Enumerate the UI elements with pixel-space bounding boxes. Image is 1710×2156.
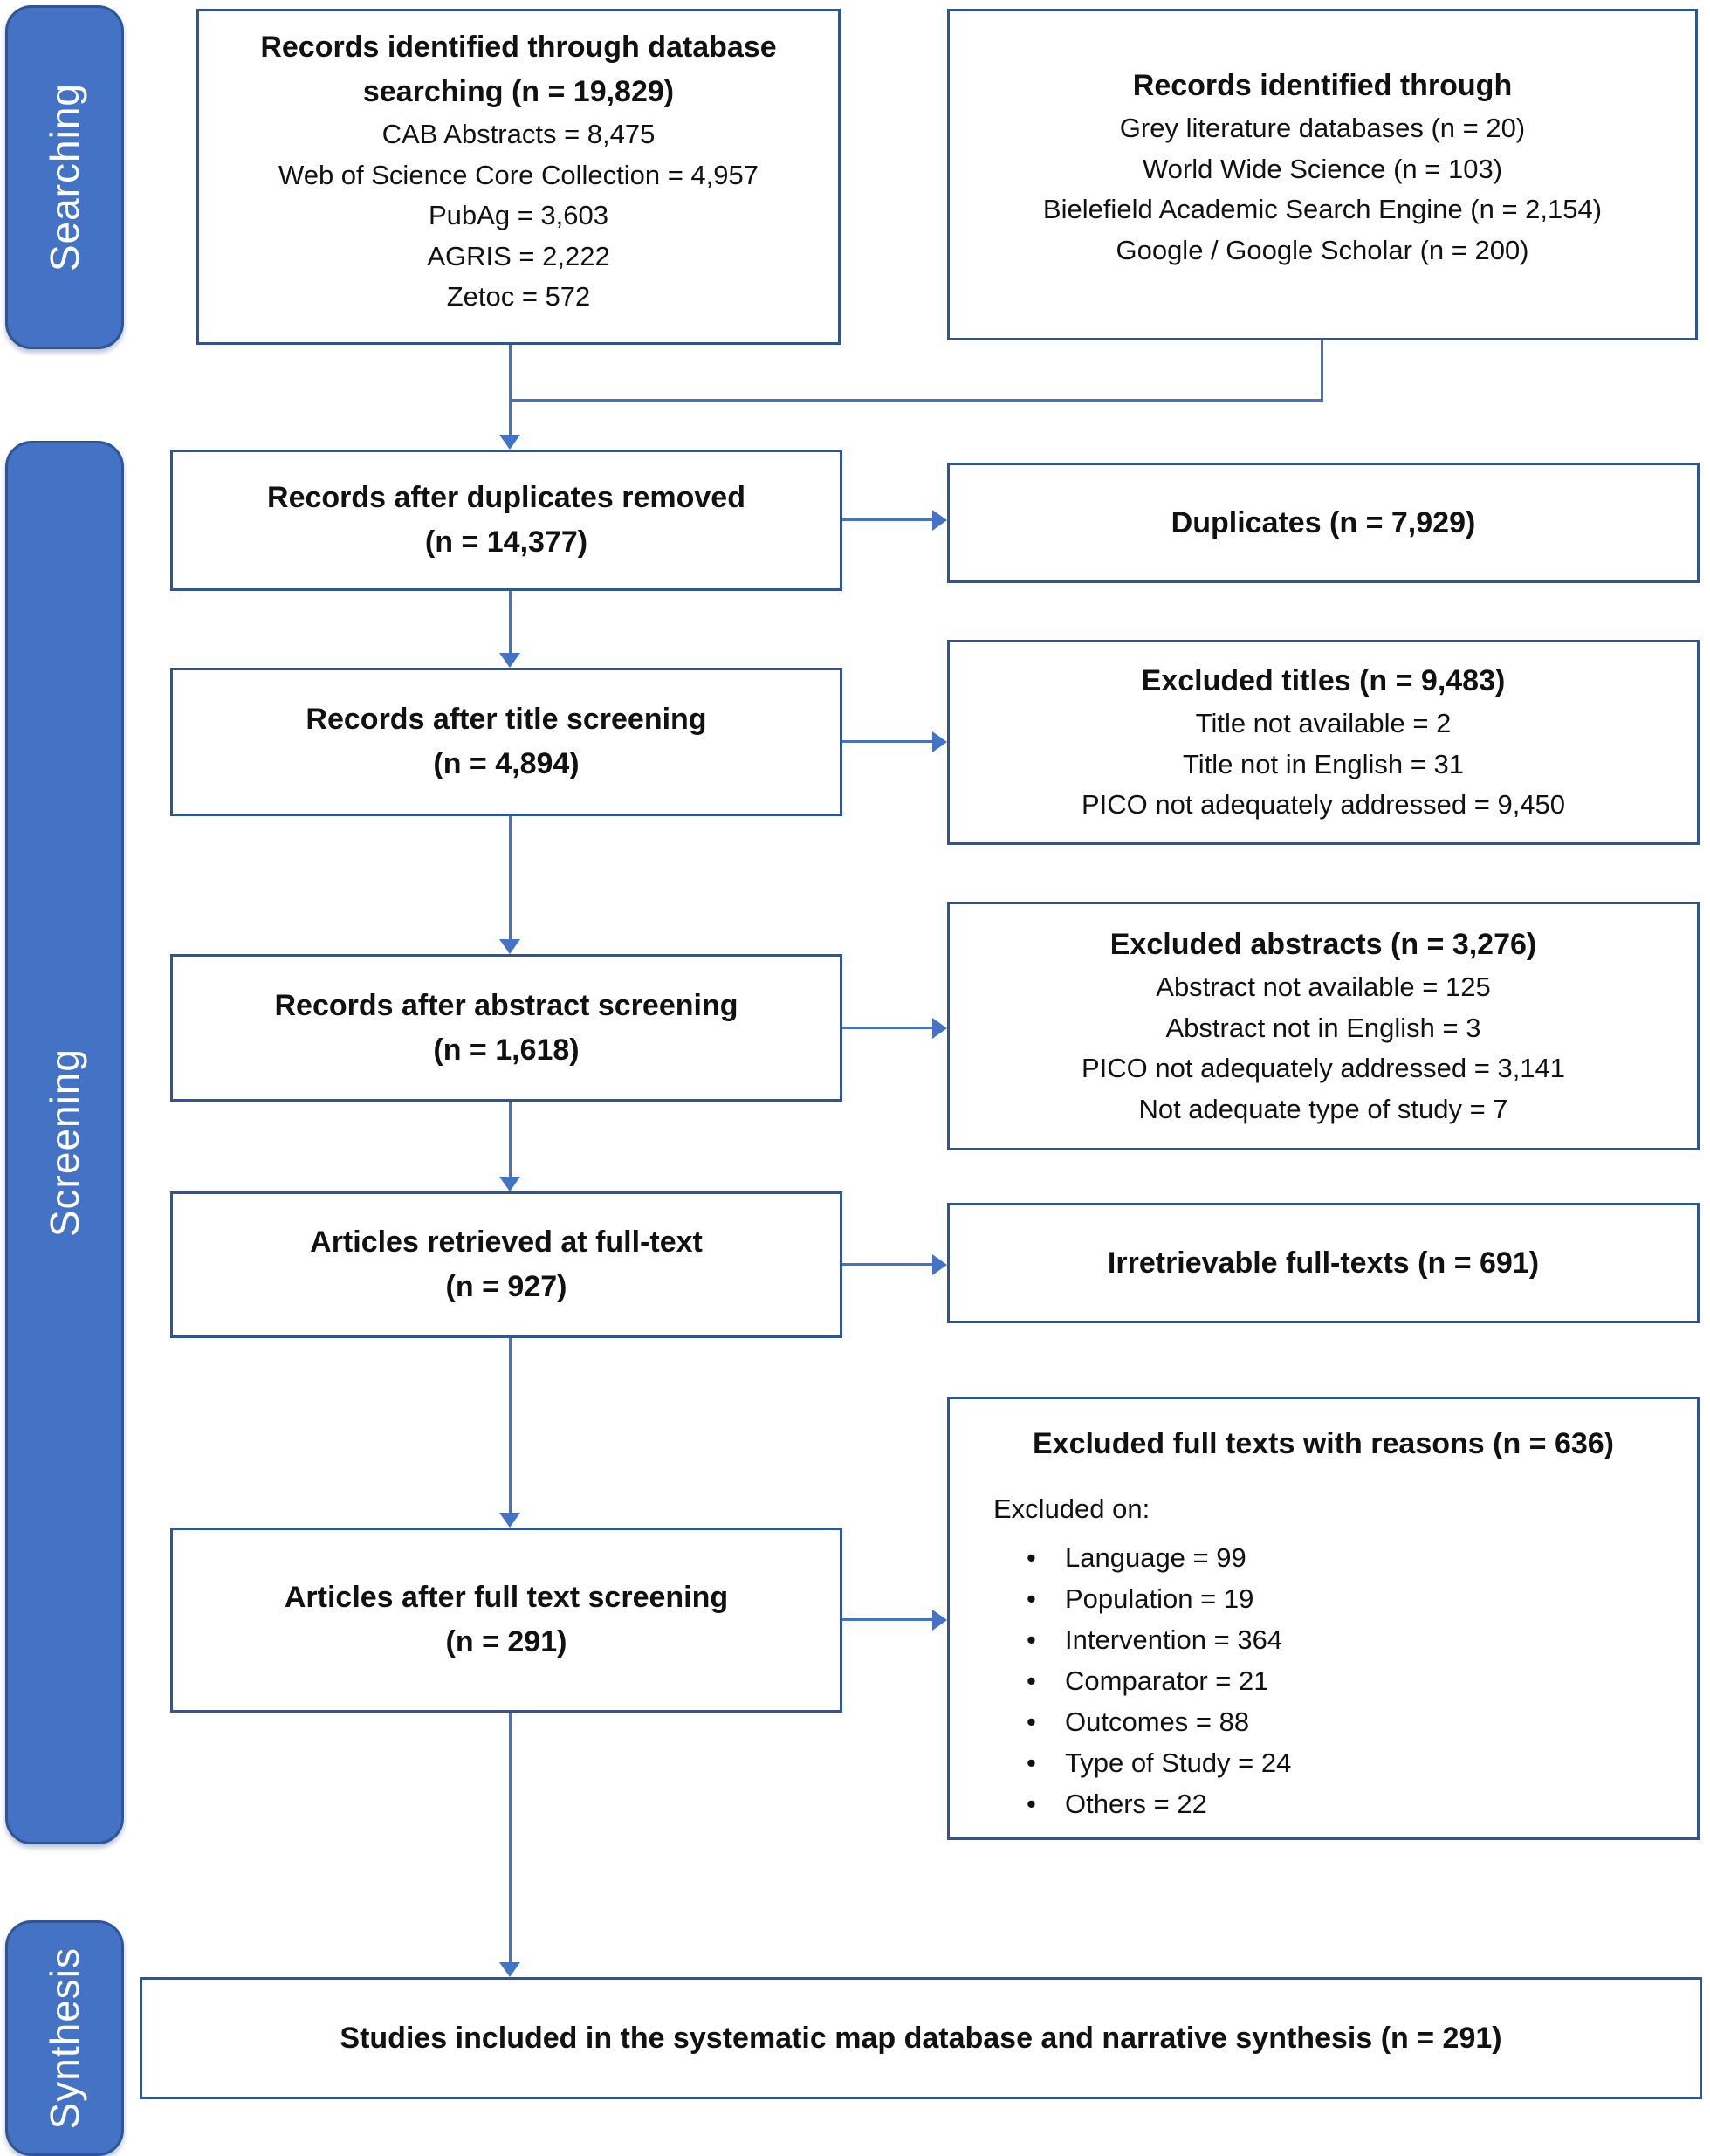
box-title: Irretrievable full-texts (n = 691): [1107, 1246, 1540, 1280]
box-duplicates: Duplicates (n = 7,929): [947, 463, 1700, 583]
stage-label-synthesis: Synthesis: [5, 1920, 124, 2156]
box-line: Web of Science Core Collection = 4,957: [278, 159, 759, 190]
box-title: Records after abstract screening: [274, 988, 738, 1022]
connector-grey-join: [509, 399, 1323, 402]
box-excluded-full-texts: Excluded full texts with reasons (n = 63…: [947, 1397, 1700, 1840]
connector-db-to-dedup: [509, 345, 512, 435]
box-title: Articles after full text screening: [284, 1581, 729, 1614]
box-subtitle: (n = 14,377): [424, 525, 588, 559]
box-title: Articles retrieved at full-text: [310, 1226, 703, 1259]
box-line: Title not available = 2: [1195, 708, 1452, 739]
box-title: Duplicates (n = 7,929): [1171, 505, 1476, 539]
box-title: Excluded abstracts (n = 3,276): [1109, 928, 1537, 961]
bullet-item: Population = 19: [1027, 1578, 1671, 1619]
connector-dedup-to-title: [509, 591, 512, 653]
box-line: Not adequate type of study = 7: [1138, 1093, 1508, 1124]
box-after-abstract-screening: Records after abstract screening (n = 1,…: [170, 954, 842, 1102]
box-title: Records after title screening: [306, 703, 707, 736]
box-included-studies: Studies included in the systematic map d…: [140, 1977, 1702, 2099]
arrow-right-icon: [932, 731, 947, 752]
arrow-right-icon: [932, 1254, 947, 1275]
box-line: PubAg = 3,603: [429, 200, 608, 230]
box-subtitle: (n = 4,894): [433, 747, 580, 780]
box-line: World Wide Science (n = 103): [1142, 153, 1503, 184]
arrow-down-icon: [499, 1513, 520, 1528]
connector-grey-drop: [1321, 340, 1323, 399]
bullet-item: Language = 99: [1027, 1537, 1671, 1578]
arrow-down-icon: [499, 653, 520, 668]
box-subtitle: (n = 927): [445, 1270, 567, 1303]
arrow-down-icon: [499, 939, 520, 954]
box-excluded-abstracts: Excluded abstracts (n = 3,276) Abstract …: [947, 902, 1700, 1150]
bullet-item: Type of Study = 24: [1027, 1742, 1671, 1783]
connector-to-excluded-titles: [842, 740, 932, 743]
stage-label-screening-text: Screening: [42, 1047, 87, 1238]
connector-abstract-to-fulltext: [509, 1102, 512, 1177]
box-line: Title not in English = 31: [1183, 748, 1464, 779]
box-line: PICO not adequately addressed = 9,450: [1081, 789, 1566, 821]
box-after-full-text-screening: Articles after full text screening (n = …: [170, 1528, 842, 1713]
connector-to-duplicates: [842, 518, 932, 521]
box-line: CAB Abstracts = 8,475: [381, 119, 656, 149]
box-title: Excluded full texts with reasons (n = 63…: [1032, 1427, 1615, 1460]
arrow-down-icon: [499, 1962, 520, 1977]
stage-label-synthesis-text: Synthesis: [42, 1947, 87, 2130]
box-after-title-screening: Records after title screening (n = 4,894…: [170, 668, 842, 816]
arrow-right-icon: [932, 1610, 947, 1631]
connector-title-to-abstract: [509, 816, 512, 939]
arrow-down-icon: [499, 1177, 520, 1191]
box-title: Records after duplicates removed: [267, 481, 745, 514]
bullet-item: Comparator = 21: [1027, 1660, 1671, 1701]
box-line: Google / Google Scholar (n = 200): [1116, 234, 1529, 265]
box-subtitle: (n = 1,618): [433, 1033, 580, 1067]
box-title: Records identified through: [1132, 69, 1513, 102]
bullet-item: Outcomes = 88: [1027, 1701, 1671, 1742]
box-title: Records identified through database sear…: [260, 31, 777, 108]
box-line: AGRIS = 2,222: [427, 240, 610, 271]
connector-to-irretrievable: [842, 1263, 932, 1266]
arrow-down-icon: [499, 435, 520, 450]
bullet-item: Others = 22: [1027, 1783, 1671, 1824]
arrow-right-icon: [932, 510, 947, 531]
excluded-on-label: Excluded on:: [993, 1493, 1150, 1524]
box-line: Bielefield Academic Search Engine (n = 2…: [1042, 194, 1603, 224]
box-line: Abstract not in English = 3: [1165, 1012, 1481, 1043]
box-line: Abstract not available = 125: [1156, 972, 1491, 1002]
box-line: Zetoc = 572: [446, 281, 591, 312]
connector-to-excluded-abstracts: [842, 1027, 932, 1029]
box-subtitle: (n = 291): [445, 1625, 567, 1658]
box-grey-literature: Records identified through Grey literatu…: [947, 9, 1698, 340]
box-excluded-titles: Excluded titles (n = 9,483) Title not av…: [947, 640, 1700, 845]
box-line: Grey literature databases (n = 20): [1119, 113, 1526, 143]
connector-fulltext-to-screened: [509, 1338, 512, 1513]
stage-label-screening: Screening: [5, 441, 124, 1844]
box-title: Studies included in the systematic map d…: [340, 2021, 1502, 2055]
box-after-duplicates: Records after duplicates removed (n = 14…: [170, 450, 842, 591]
box-irretrievable-full-texts: Irretrievable full-texts (n = 691): [947, 1203, 1700, 1323]
box-database-searching: Records identified through database sear…: [196, 9, 841, 345]
stage-label-searching: Searching: [5, 5, 124, 349]
stage-label-searching-text: Searching: [42, 82, 87, 272]
box-full-text-retrieved: Articles retrieved at full-text (n = 927…: [170, 1191, 842, 1338]
arrow-right-icon: [932, 1018, 947, 1039]
box-title: Excluded titles (n = 9,483): [1141, 664, 1506, 698]
box-line: PICO not adequately addressed = 3,141: [1081, 1053, 1566, 1083]
connector-to-excluded-full-texts: [842, 1618, 932, 1621]
connector-screened-to-included: [509, 1713, 512, 1962]
bullet-item: Intervention = 364: [1027, 1619, 1671, 1660]
